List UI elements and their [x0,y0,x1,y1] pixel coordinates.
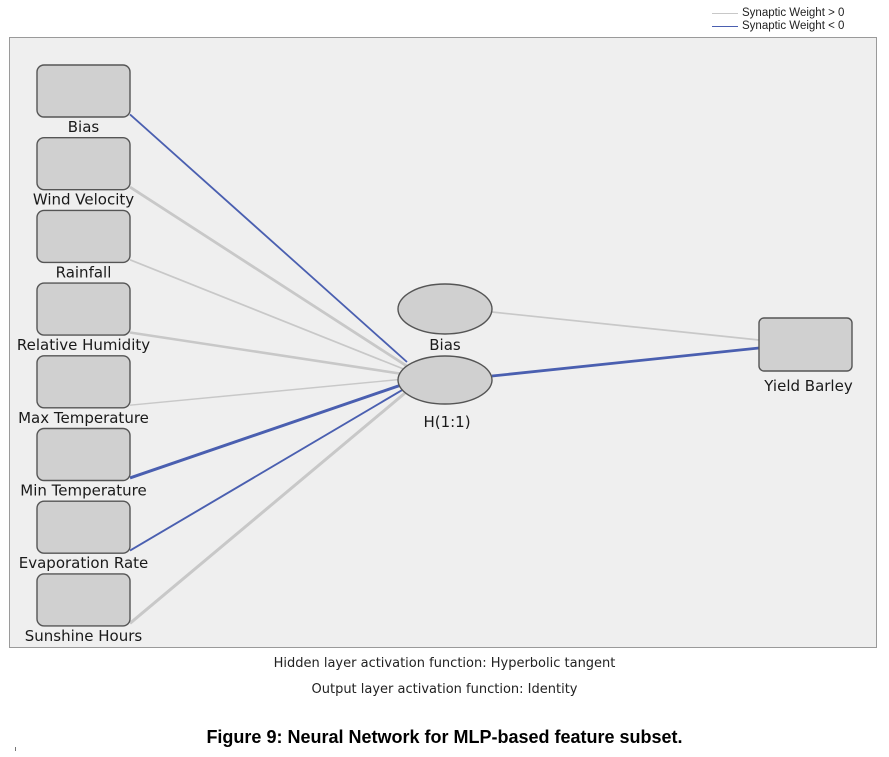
legend-entry-positive: Synaptic Weight > 0 [712,7,882,20]
input-label-bias: Bias [68,118,100,136]
legend: Synaptic Weight > 0 Synaptic Weight < 0 [712,7,882,33]
legend-swatch-positive [712,13,738,14]
input-box-relative-humidity [36,282,131,336]
hidden-bias-node [397,283,493,335]
legend-entry-negative: Synaptic Weight < 0 [712,20,882,33]
synapse-bias [129,113,408,363]
input-label-evaporation-rate: Evaporation Rate [19,554,149,572]
output-node [758,317,853,372]
input-box-rainfall [36,209,131,264]
input-node-max-temperature: Max Temperature [18,355,149,427]
input-label-sunshine-hours: Sunshine Hours [25,627,143,645]
synapse-max-temperature [129,378,408,406]
hidden-bias-label: Bias [429,336,461,354]
synapse-sunshine-hours [129,390,408,625]
input-node-rainfall: Rainfall [36,209,131,281]
output-activation-caption: Output layer activation function: Identi… [311,682,578,697]
input-node-bias: Bias [36,64,131,136]
synapse-rainfall [129,259,408,372]
input-node-wind-velocity: Wind Velocity [33,136,134,209]
hidden-node-label: H(1:1) [423,413,470,431]
input-node-sunshine-hours: Sunshine Hours [25,573,143,645]
synapse-evaporation-rate [129,386,408,552]
input-box-sunshine-hours [36,573,131,627]
input-label-max-temperature: Max Temperature [18,409,149,427]
synapse-layer [129,113,760,625]
input-node-relative-humidity: Relative Humidity [17,282,150,354]
synapse-hidden-output [491,346,760,378]
input-box-max-temperature [36,355,131,409]
figure-title: Figure 9: Neural Network for MLP-based f… [206,727,683,747]
synapse-min-temperature [129,381,408,480]
hidden-activation-caption: Hidden layer activation function: Hyperb… [273,656,616,671]
input-node-min-temperature: Min Temperature [20,427,147,500]
input-label-wind-velocity: Wind Velocity [33,191,134,209]
input-node-evaporation-rate: Evaporation Rate [19,500,149,572]
input-box-min-temperature [36,427,131,482]
input-label-rainfall: Rainfall [56,263,112,281]
input-label-min-temperature: Min Temperature [20,482,146,500]
synapse-wind-velocity [129,185,408,368]
hidden-node [397,355,493,405]
output-node-label: Yield Barley [763,377,853,395]
stray-mark [15,747,16,751]
legend-label-negative: Synaptic Weight < 0 [742,20,845,32]
input-box-wind-velocity [36,136,131,191]
legend-label-positive: Synaptic Weight > 0 [742,7,845,19]
synapse-relative-humidity [129,331,408,376]
input-label-relative-humidity: Relative Humidity [17,336,150,354]
input-box-bias [36,64,131,118]
input-box-evaporation-rate [36,500,131,554]
synapse-bias-output [491,311,760,341]
legend-swatch-negative [712,26,738,27]
